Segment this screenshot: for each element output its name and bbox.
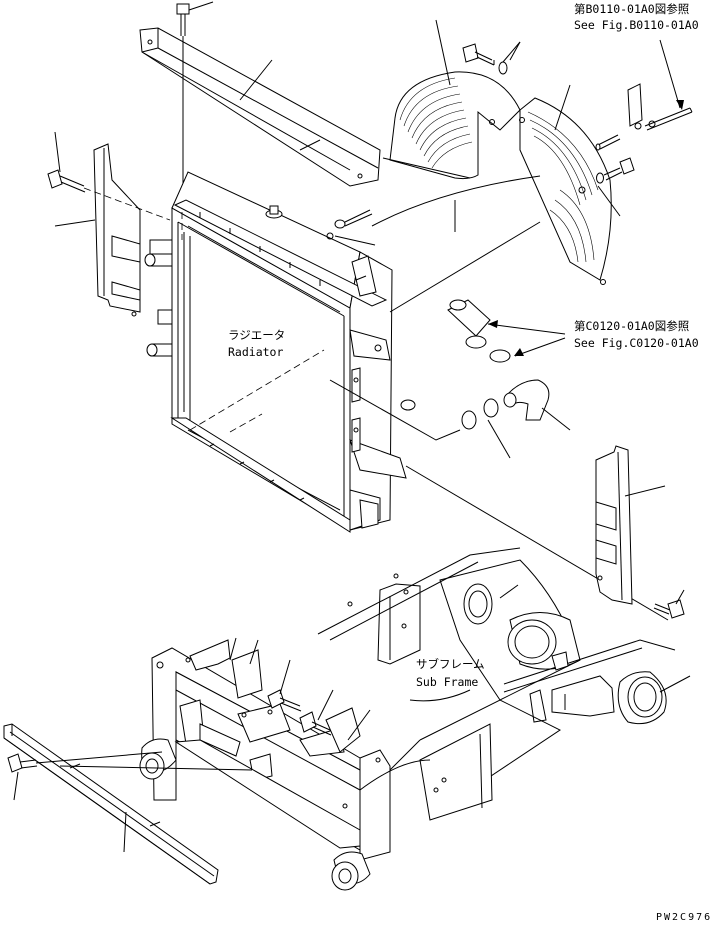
sub-frame xyxy=(139,547,676,891)
left-bolt xyxy=(47,169,171,221)
arrow-head xyxy=(514,348,524,356)
subframe-label-en: Sub Frame xyxy=(416,675,478,689)
top-cover-part xyxy=(139,27,381,187)
side-bolt xyxy=(596,157,635,184)
radiator-label-en: Radiator xyxy=(228,345,283,359)
left-side-cover xyxy=(93,143,141,317)
drawing-code: PW2C976 xyxy=(656,912,712,923)
ref-arrow-line xyxy=(514,337,566,357)
leader-line xyxy=(123,811,127,853)
leader-line xyxy=(54,219,96,227)
leader-line xyxy=(334,235,376,246)
drain-valve xyxy=(326,209,373,240)
leader-line xyxy=(59,765,253,771)
leader-line xyxy=(13,771,19,801)
fan-guard-ref-en: See Fig.B0110-01A0 xyxy=(574,18,699,32)
leader-line xyxy=(389,221,541,313)
fan-guard-part xyxy=(382,71,612,285)
hose-line xyxy=(371,175,541,227)
leader-line xyxy=(624,485,666,497)
right-side-cover xyxy=(595,445,633,605)
fan-guard-ref-jp: 第B0110-01A0図参照 xyxy=(574,2,689,16)
leader-line xyxy=(509,41,521,61)
radiator-label-jp: ラジエータ xyxy=(228,328,285,342)
upper-hose xyxy=(447,299,491,337)
arrow-head xyxy=(488,320,498,328)
lower-hose-clamp xyxy=(461,398,499,430)
leader-line xyxy=(249,639,259,665)
leader-line xyxy=(229,637,237,661)
leader-line xyxy=(659,39,681,109)
ref-arrow-line xyxy=(487,323,566,335)
leader-line xyxy=(499,584,519,599)
leader-line xyxy=(54,131,61,173)
leader-line xyxy=(239,59,273,101)
washer xyxy=(498,61,508,75)
rod-part xyxy=(627,83,693,131)
subframe-label-jp: サブフレーム xyxy=(416,657,485,671)
leader-line xyxy=(597,185,621,217)
leader-line xyxy=(487,419,511,459)
lower-bolt xyxy=(7,753,38,773)
lower-hose xyxy=(503,379,550,421)
subframe-bolt xyxy=(267,689,302,712)
top-bolt xyxy=(176,1,214,200)
hose-ref-en: See Fig.C0120-01A0 xyxy=(574,336,699,350)
leader-line xyxy=(35,751,163,764)
spacer-part xyxy=(595,134,621,151)
hose-ref-jp: 第C0120-01A0図参照 xyxy=(574,319,689,333)
leader-line xyxy=(347,709,371,741)
leader-line xyxy=(554,84,571,131)
leader-line xyxy=(435,19,451,86)
leader-line xyxy=(329,379,461,441)
right-bolt xyxy=(653,599,685,619)
leader-line xyxy=(317,689,334,721)
fan-guard-bolt xyxy=(462,43,495,66)
leader-line xyxy=(659,675,691,693)
arrow-head xyxy=(676,100,684,110)
hose-clamp xyxy=(465,335,511,363)
leader-line xyxy=(541,407,571,431)
radiator-body xyxy=(144,171,416,533)
leader-line xyxy=(675,589,685,605)
subframe-bolt xyxy=(299,711,332,736)
leader-line xyxy=(279,659,291,695)
leader-line xyxy=(502,41,521,63)
